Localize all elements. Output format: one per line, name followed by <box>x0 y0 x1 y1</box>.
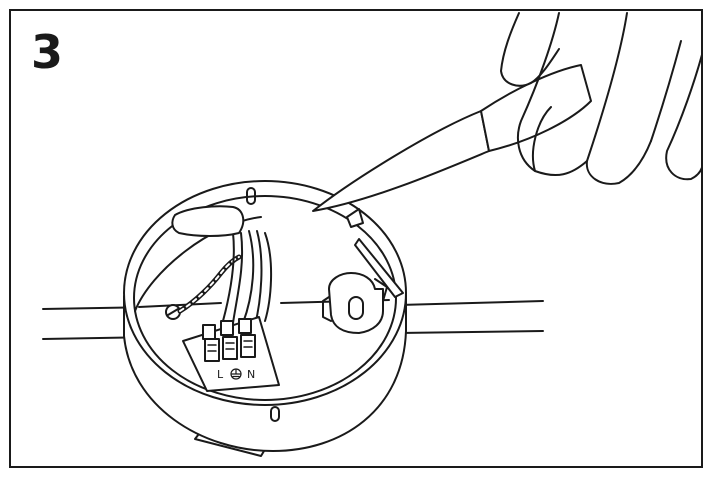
terminal-connectors <box>202 318 256 362</box>
terminal-label-n: N <box>247 368 255 381</box>
bracket-inside-left <box>138 302 222 308</box>
earth-ground-icon <box>230 368 242 380</box>
cable-sleeve <box>171 205 245 237</box>
step-number: 3 <box>31 25 64 79</box>
latch-tab <box>354 238 404 298</box>
knife-blade <box>312 110 490 212</box>
bottom-slot <box>270 406 280 422</box>
terminal-block: L N <box>182 316 280 392</box>
instruction-panel: 3 <box>9 9 703 468</box>
hand <box>500 12 701 185</box>
knife <box>312 64 592 212</box>
installation-illustration: L N <box>42 12 701 457</box>
top-slot <box>246 187 256 205</box>
retaining-clip <box>322 272 388 334</box>
rim-clip <box>346 208 364 228</box>
terminal-label-l: L <box>217 368 224 381</box>
